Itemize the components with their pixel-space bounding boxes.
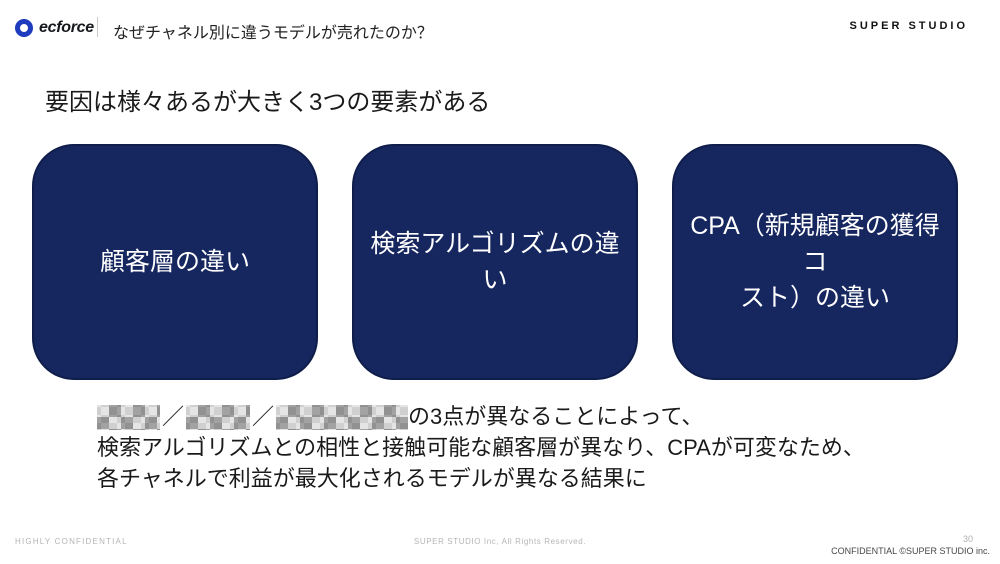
card-search-algorithm: 検索アルゴリズムの違い [352, 144, 638, 380]
explanation-paragraph: ／ ／ の3点が異なることによって、 検索アルゴリズムとの相性と接触可能な顧客層… [97, 401, 865, 494]
slide-header-title: なぜチャネル別に違うモデルが売れたのか？ [113, 25, 433, 42]
separator-slash: ／ [162, 404, 185, 429]
redacted-text-block-2 [186, 405, 251, 430]
card-cpa: CPA（新規顧客の獲得コ スト）の違い [672, 144, 958, 380]
redacted-text-block-3 [276, 405, 409, 430]
explanation-line-1: ／ ／ の3点が異なることによって、 [97, 401, 865, 432]
card-label: CPA（新規顧客の獲得コ スト）の違い [690, 211, 940, 313]
super-studio-wordmark: SUPER STUDIO [849, 20, 968, 32]
explanation-line-3: 各チャネルで利益が最大化されるモデルが異なる結果に [97, 466, 647, 491]
slide-heading: 要因は様々あるが大きく3つの要素がある [45, 89, 491, 116]
card-label: 顧客層の違い [99, 247, 250, 276]
card-label: 検索アルゴリズムの違い [370, 229, 620, 294]
redacted-text-block-1 [97, 405, 160, 430]
explanation-line-2: 検索アルゴリズムとの相性と接触可能な顧客層が異なり、CPAが可変なため、 [97, 435, 865, 460]
separator-slash: ／ [252, 404, 275, 429]
footer-confidential-label: HIGHLY CONFIDENTIAL [15, 537, 128, 546]
footer-confidential-copyright: CONFIDENTIAL ©SUPER STUDIO inc. [831, 546, 990, 556]
line-1-suffix: の3点が異なることによって、 [408, 404, 704, 429]
header-divider [97, 17, 98, 37]
card-customer-segment: 顧客層の違い [32, 144, 318, 380]
footer-copyright: SUPER STUDIO Inc, All Rights Reserved. [413, 537, 587, 546]
ecforce-logo: ecforce [15, 19, 94, 37]
factor-cards: 顧客層の違い 検索アルゴリズムの違い CPA（新規顧客の獲得コ スト）の違い [32, 144, 958, 380]
page-number: 30 [962, 534, 973, 544]
ecforce-logo-text: ecforce [39, 19, 94, 36]
ecforce-ring-icon [15, 19, 33, 37]
